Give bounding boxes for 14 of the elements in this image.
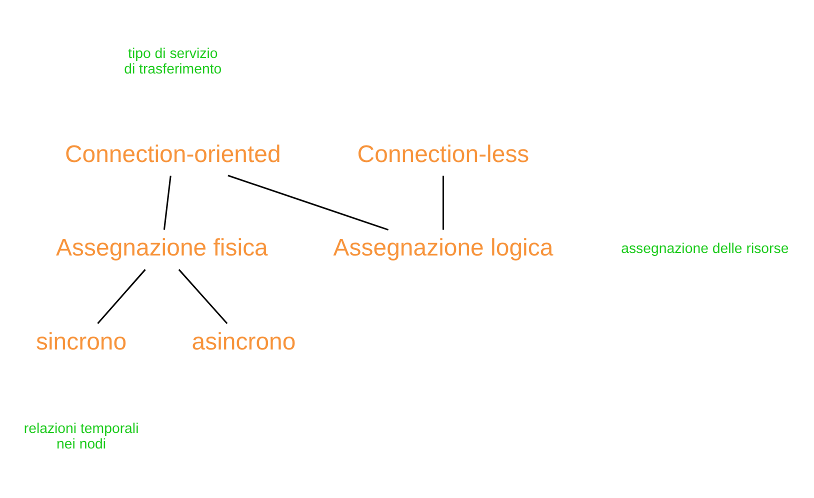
node-text: Assegnazione fisica	[56, 234, 268, 262]
node-text: sincrono	[36, 328, 127, 355]
label: assegnazione delle risorse	[621, 240, 789, 257]
connector	[442, 175, 444, 230]
node-text: Assegnazione logica	[333, 234, 554, 262]
connector	[228, 174, 389, 230]
label: relazioni temporali nei nodi	[24, 420, 139, 452]
connector	[97, 268, 146, 324]
node-text: Connection-less	[357, 140, 530, 168]
node-text: asincrono	[192, 328, 296, 355]
connector	[163, 175, 172, 230]
label: tipo di servizio di trasferimento	[124, 46, 222, 77]
node-text: Connection-oriented	[64, 140, 281, 168]
connector	[178, 268, 228, 324]
